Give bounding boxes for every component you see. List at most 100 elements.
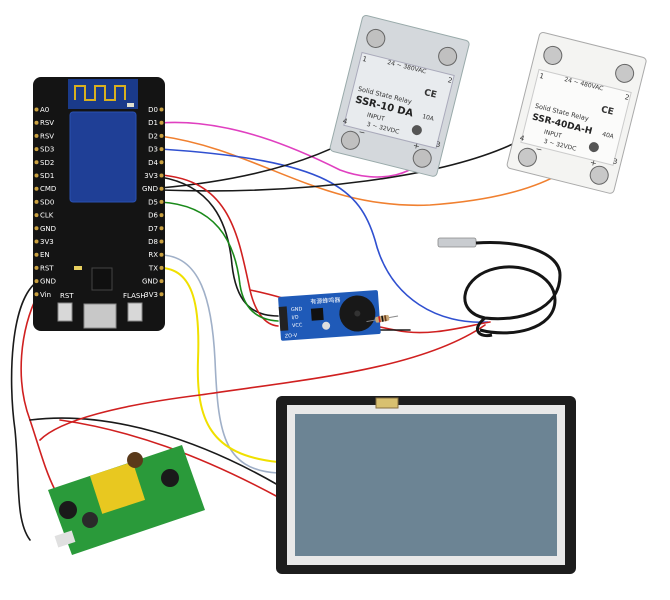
- wire-d3-blue: [159, 148, 489, 323]
- relay2-screw-1: [543, 45, 563, 65]
- pin-labels-left: A0RSVRSVSD3SD2SD1CMDSD0CLKGND3V3ENRSTGND…: [34, 106, 56, 299]
- pin-label-left-11: EN: [40, 251, 50, 259]
- pin-label-left-14: Vin: [40, 291, 51, 299]
- relay2-plus: +: [589, 158, 598, 168]
- pin-label-left-0: A0: [40, 106, 49, 114]
- pin-label-right-14: 3V3: [144, 291, 158, 299]
- pin-label-right-10: D8: [148, 238, 158, 246]
- pin-hole-right-11: [159, 252, 164, 257]
- pin-hole-right-1: [159, 120, 164, 125]
- pin-label-left-9: GND: [40, 225, 56, 233]
- relay1-label-plate: [343, 51, 455, 149]
- pin-hole-right-12: [159, 265, 164, 270]
- relay1-pin2: 2: [447, 76, 453, 85]
- relay2-ce: CE: [600, 105, 615, 118]
- psu-capacitor-3: [161, 469, 179, 487]
- pin-hole-left-9: [34, 226, 39, 231]
- pin-label-right-3: D3: [148, 146, 158, 154]
- pin-hole-left-4: [34, 160, 39, 165]
- pin-label-left-6: CMD: [40, 185, 56, 193]
- buzzer-title: 有源蜂鸣器: [310, 296, 341, 306]
- wire-gnd-left-black: [10, 280, 39, 541]
- pin-label-right-5: 3V3: [144, 172, 158, 180]
- resistor: [366, 314, 399, 323]
- psu-transformer: [89, 461, 146, 514]
- pin-label-right-4: D4: [148, 159, 158, 167]
- pin-label-right-6: GND: [142, 185, 158, 193]
- sensor-cable: [463, 241, 562, 338]
- pin-label-right-13: GND: [142, 278, 158, 286]
- pin-label-left-3: SD3: [40, 146, 54, 154]
- relay1-ce: CE: [423, 88, 438, 101]
- pin-hole-right-6: [159, 186, 164, 191]
- pin-label-right-9: D7: [148, 225, 158, 233]
- pin-hole-right-8: [159, 213, 164, 218]
- relay2-status-led: [588, 142, 599, 153]
- wifi-antenna: [68, 79, 138, 109]
- antenna-trace: [74, 85, 126, 101]
- buzzer-pin-io: I/O: [291, 315, 299, 321]
- chip: [91, 267, 113, 291]
- relay2-pin3: 3: [612, 157, 618, 166]
- relay2-screw-4: [517, 147, 537, 167]
- pin-hole-left-0: [34, 107, 39, 112]
- pin-label-left-7: SD0: [40, 198, 54, 206]
- display-screen: [295, 414, 557, 556]
- pin-hole-left-12: [34, 265, 39, 270]
- buzzer-pin-gnd: GND: [291, 306, 303, 313]
- psu-inductor: [127, 452, 143, 468]
- pin-hole-left-10: [34, 239, 39, 244]
- wire-3v3-black: [159, 176, 279, 317]
- wire-sensor-red: [39, 324, 486, 441]
- relay1-pin1: 1: [362, 55, 368, 64]
- flash-button[interactable]: [127, 302, 143, 322]
- board-led-2: [74, 266, 82, 270]
- pin-hole-left-3: [34, 147, 39, 152]
- relay1-pin3: 3: [435, 140, 441, 149]
- wire-rx-gray: [159, 254, 279, 474]
- solid-state-relay-2: 24 ~ 480VAC CE Solid State Relay SSR-40D…: [506, 32, 647, 194]
- relay1-input-label: INPUT: [366, 112, 385, 123]
- flash-label: FLASH: [123, 292, 146, 300]
- relay1-amps: 10A: [421, 113, 435, 123]
- pin-hole-left-5: [34, 173, 39, 178]
- usb-port: [83, 303, 117, 329]
- buzzer-header: [278, 306, 289, 331]
- relay2-amps: 40A: [601, 131, 615, 141]
- nextion-display: [276, 396, 576, 574]
- buzzer-transistor: [310, 307, 324, 321]
- pin-hole-right-5: [159, 173, 164, 178]
- pin-hole-right-2: [159, 133, 164, 138]
- rst-button[interactable]: [57, 302, 73, 322]
- buzzer-module: 有源蜂鸣器 GND I/O VCC ZO-V: [278, 290, 381, 341]
- esp-shield: [70, 112, 136, 202]
- buzzer-mount-hole: [322, 321, 331, 330]
- wires: [10, 121, 591, 541]
- psu-capacitor-2: [82, 512, 98, 528]
- pin-hole-left-7: [34, 199, 39, 204]
- relay1-minus: −: [358, 127, 367, 137]
- pin-label-left-5: SD1: [40, 172, 54, 180]
- pin-label-right-11: RX: [148, 251, 158, 259]
- pin-label-right-2: D2: [148, 132, 158, 140]
- buzzer-bottom-label: ZO-V: [285, 333, 298, 340]
- pin-label-right-1: D1: [148, 119, 158, 127]
- pin-hole-right-9: [159, 226, 164, 231]
- pin-label-right-0: D0: [148, 106, 158, 114]
- pin-label-left-2: RSV: [40, 132, 54, 140]
- relay2-screw-3: [589, 165, 609, 185]
- solid-state-relay-1: 24 ~ 380VAC CE Solid State Relay SSR-10 …: [329, 15, 470, 177]
- sensor-probe: [437, 237, 477, 248]
- pin-label-left-8: CLK: [40, 212, 54, 220]
- pin-hole-left-2: [34, 133, 39, 138]
- pin-hole-left-11: [34, 252, 39, 257]
- pin-label-left-10: 3V3: [40, 238, 54, 246]
- pin-label-left-13: GND: [40, 278, 56, 286]
- rst-label: RST: [60, 292, 74, 300]
- relay2-pin4: 4: [519, 134, 526, 143]
- pin-label-right-7: D5: [148, 198, 158, 206]
- wire-d5-green: [159, 201, 279, 322]
- buzzer-pin-vcc: VCC: [292, 322, 303, 329]
- psu-capacitor-1: [59, 501, 77, 519]
- pin-label-left-1: RSV: [40, 119, 54, 127]
